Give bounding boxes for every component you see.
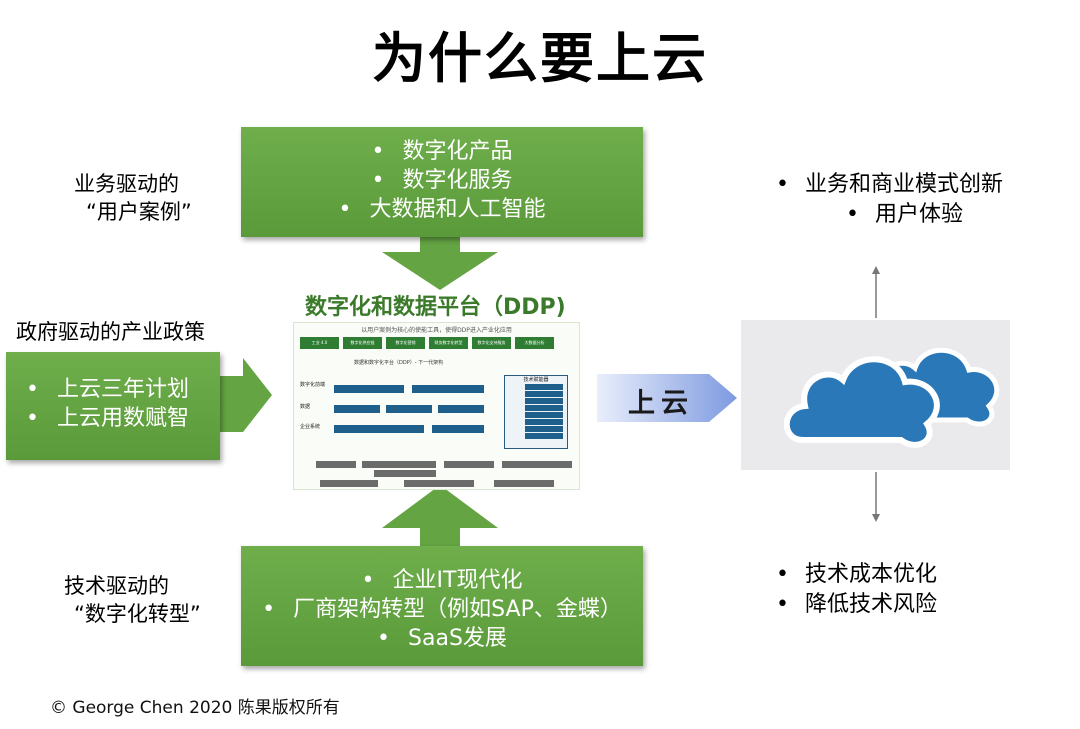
label-line: “数字化转型” bbox=[74, 602, 201, 626]
list-item: 技术成本优化 bbox=[776, 560, 937, 590]
cloud-migration-label: 上云 bbox=[628, 388, 694, 419]
list-item: 厂商架构转型（例如SAP、金蝶） bbox=[241, 595, 643, 624]
page-title: 为什么要上云 bbox=[372, 27, 708, 90]
tech-enabler-item bbox=[525, 405, 563, 411]
down-line-head bbox=[872, 514, 880, 522]
platform-header: 以用户案例为核心的使能工具，使得DDP进入产业化应用 bbox=[361, 327, 512, 334]
layer-label: 企业系统 bbox=[300, 424, 321, 430]
tech-enabler-item bbox=[525, 391, 563, 397]
up-line-head bbox=[872, 266, 880, 274]
tech-transformation-box: 企业IT现代化 厂商架构转型（例如SAP、金蝶） SaaS发展 bbox=[241, 546, 643, 666]
list-item: 上云三年计划 bbox=[26, 375, 220, 404]
list-item: 数字化服务 bbox=[241, 166, 643, 195]
government-driven-label: 政府驱动的产业政策 bbox=[16, 320, 205, 344]
cloud-migration-arrow bbox=[597, 374, 737, 422]
benefits-bottom-list: 技术成本优化 降低技术风险 bbox=[776, 560, 937, 620]
list-item: 上云用数赋智 bbox=[26, 404, 220, 433]
cloud-panel bbox=[741, 320, 1010, 470]
tech-driven-label: 技术驱动的 “数字化转型” bbox=[64, 572, 201, 628]
platform-block bbox=[404, 480, 474, 487]
use-case-chip: 数字化营销 bbox=[386, 337, 425, 349]
use-case-chip: 财务数字化转型 bbox=[429, 337, 468, 349]
tech-enabler-panel: 技术赋能器 bbox=[504, 375, 568, 449]
platform-block bbox=[334, 385, 404, 393]
policy-box: 上云三年计划 上云用数赋智 bbox=[6, 352, 220, 460]
platform-block bbox=[316, 461, 356, 468]
platform-block bbox=[432, 425, 484, 433]
platform-block bbox=[412, 385, 484, 393]
right-arrow bbox=[220, 358, 272, 432]
platform-block bbox=[386, 405, 432, 413]
cloud-icon bbox=[783, 347, 1000, 448]
label-line: 业务驱动的 bbox=[74, 172, 179, 196]
benefits-top-list: 业务和商业模式创新 用户体验 bbox=[776, 170, 1003, 230]
tech-enabler-item bbox=[525, 384, 563, 390]
tech-enabler-item bbox=[525, 426, 563, 432]
list-item: 企业IT现代化 bbox=[241, 566, 643, 595]
list-item: 用户体验 bbox=[846, 200, 1003, 230]
list-item: 降低技术风险 bbox=[776, 590, 937, 620]
platform-block bbox=[494, 480, 554, 487]
use-case-chip: 数字化支持服务 bbox=[472, 337, 511, 349]
tech-enabler-item bbox=[525, 398, 563, 404]
list-item: 大数据和人工智能 bbox=[241, 195, 643, 224]
tech-enabler-item bbox=[525, 419, 563, 425]
tech-enabler-item bbox=[525, 433, 563, 439]
platform-block bbox=[444, 461, 494, 468]
use-case-chip: 数字化供应链 bbox=[343, 337, 382, 349]
list-item: 业务和商业模式创新 bbox=[776, 170, 1003, 200]
label-line: 技术驱动的 bbox=[64, 574, 169, 598]
layer-label: 数据 bbox=[300, 404, 311, 410]
digital-products-box: 数字化产品 数字化服务 大数据和人工智能 bbox=[241, 127, 643, 237]
platform-block bbox=[502, 461, 572, 468]
label-line: “用户案例” bbox=[86, 200, 192, 224]
layer-label: 数字化前端 bbox=[300, 382, 326, 388]
business-driven-label: 业务驱动的 “用户案例” bbox=[74, 170, 192, 226]
ddp-title: 数字化和数据平台（DDP) bbox=[305, 295, 566, 320]
list-item: 数字化产品 bbox=[241, 137, 643, 166]
up-arrow bbox=[382, 485, 498, 546]
list-item: SaaS发展 bbox=[241, 624, 643, 653]
use-case-chip: 大数据分析 bbox=[515, 337, 554, 349]
platform-block bbox=[320, 480, 378, 487]
platform-block bbox=[438, 405, 484, 413]
use-case-chip: 工业 4.0 bbox=[300, 337, 339, 349]
copyright-notice: © George Chen 2020 陈果版权所有 bbox=[50, 698, 340, 718]
platform-block bbox=[334, 425, 424, 433]
tech-enabler-title: 技术赋能器 bbox=[523, 377, 549, 383]
platform-subtitle: 数据和数字化平台（DDP）- 下一代架构 bbox=[354, 360, 444, 366]
use-case-row: 工业 4.0 数字化供应链 数字化营销 财务数字化转型 数字化支持服务 大数据分… bbox=[300, 337, 554, 349]
down-arrow bbox=[382, 237, 498, 290]
platform-block bbox=[374, 470, 436, 477]
tech-enabler-item bbox=[525, 412, 563, 418]
platform-block bbox=[334, 405, 380, 413]
ddp-platform-diagram: 以用户案例为核心的使能工具，使得DDP进入产业化应用 工业 4.0 数字化供应链… bbox=[293, 322, 580, 490]
platform-block bbox=[362, 461, 436, 468]
